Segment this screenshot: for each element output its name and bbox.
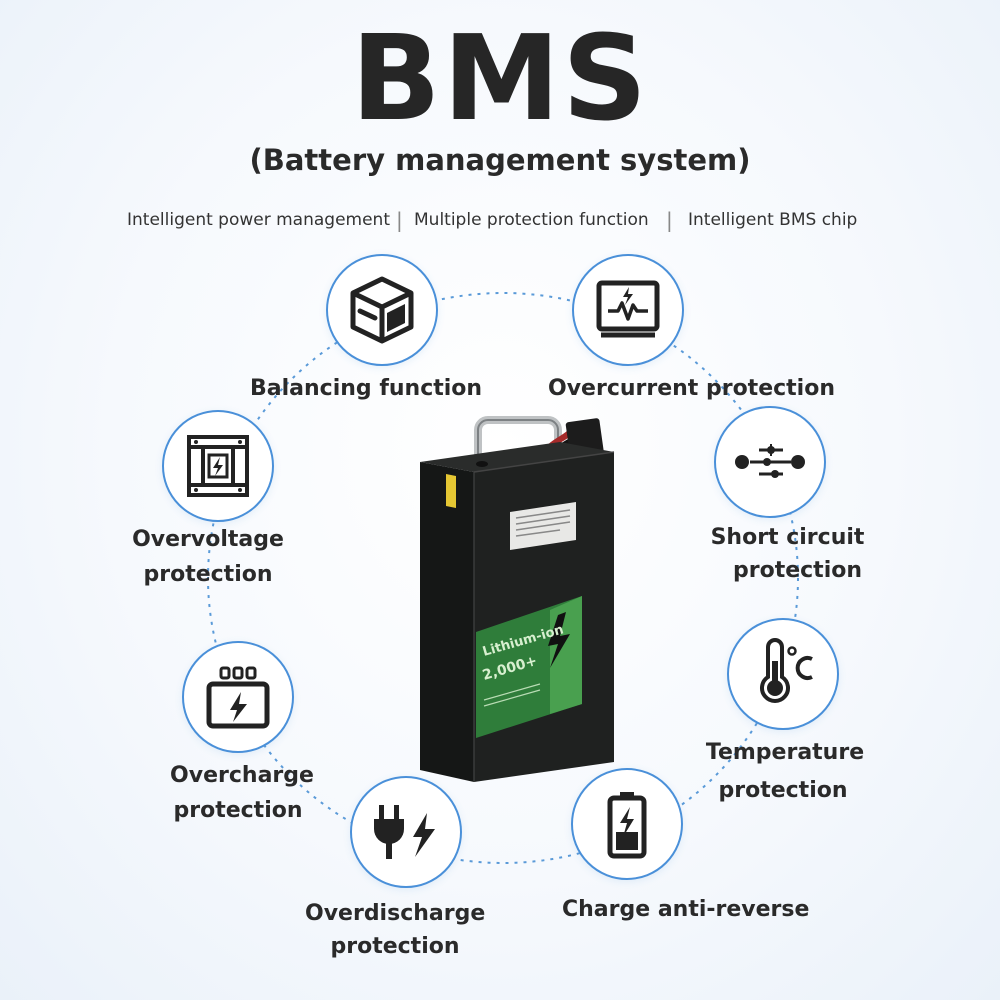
page-title: BMS [350, 9, 650, 147]
label-overdischarge-line2: protection [330, 934, 460, 959]
balancing-icon-circle [326, 254, 438, 366]
label-balancing-function: Balancing function [250, 376, 483, 401]
plug-bolt-icon [374, 805, 435, 859]
label-overvoltage: Overvoltage [132, 527, 284, 552]
overdischarge-icon-circle [350, 776, 462, 888]
label-short-circuit-line2: protection [732, 558, 863, 583]
temperature-icon-circle [727, 618, 839, 730]
label-short-circuit: Short circuit [710, 525, 865, 550]
cube-icon [350, 276, 414, 344]
label-overcharge-line2: protection [173, 798, 303, 823]
tagline-separator: | [666, 208, 673, 232]
sliders-icon [735, 444, 805, 478]
overcharge-icon-circle [182, 641, 294, 753]
overcurrent-icon-circle [572, 254, 684, 366]
battery-bolt-icon [607, 792, 647, 859]
label-temperature: Temperature [705, 740, 865, 765]
monitor-pulse-icon [596, 280, 660, 338]
label-overdischarge: Overdischarge [305, 901, 486, 926]
voltage-box-icon [187, 435, 249, 497]
label-temperature-line2: protection [718, 778, 848, 803]
label-overcurrent-protection: Overcurrent protection [548, 376, 835, 401]
label-overvoltage-line2: protection [143, 562, 273, 587]
tagline-power-management: Intelligent power management [127, 210, 391, 230]
short-circuit-icon-circle [714, 406, 826, 518]
thermometer-celsius-icon [760, 638, 813, 703]
battery-pack-bolt-icon [206, 666, 270, 729]
tagline-bms-chip: Intelligent BMS chip [688, 210, 858, 230]
overvoltage-icon-circle [162, 410, 274, 522]
battery-product-image: Lithium-ion 2,000+ [420, 416, 615, 782]
tagline-protection: Multiple protection function [414, 210, 649, 230]
charge-anti-reverse-icon-circle [571, 768, 683, 880]
tagline-separator: | [396, 208, 403, 232]
label-overcharge: Overcharge [170, 763, 314, 788]
label-charge-anti-reverse: Charge anti-reverse [562, 897, 810, 922]
page-subtitle: (Battery management system) [249, 143, 751, 177]
